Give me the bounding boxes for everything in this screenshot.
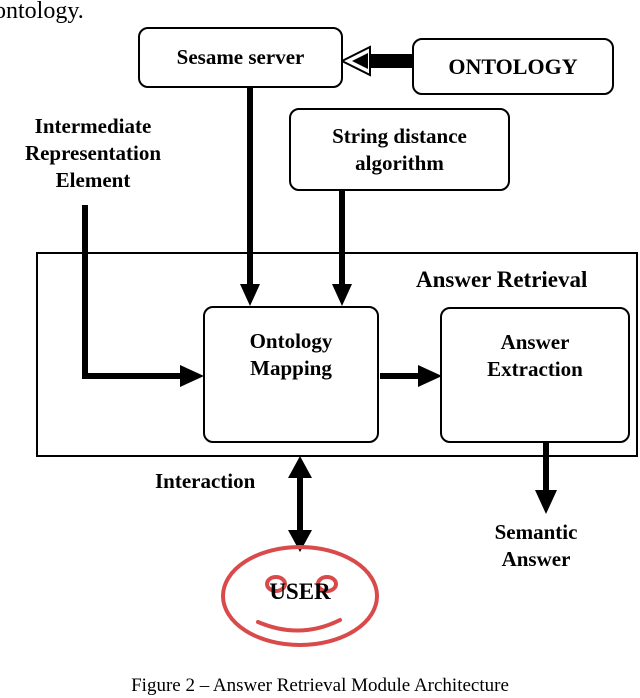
string-distance-to-mapping-arrow xyxy=(332,191,352,306)
sesame-to-mapping-arrow xyxy=(240,88,260,306)
ire-label: Intermediate Representation Element xyxy=(8,113,178,194)
sesame-server-label: Sesame server xyxy=(176,45,305,69)
mapping-to-extraction-arrow xyxy=(380,365,442,387)
ire-line2: Representation xyxy=(24,141,162,165)
ire-line1: Intermediate xyxy=(34,114,152,138)
answer-extraction-line1: Answer xyxy=(500,330,570,354)
ontology-mapping-line2: Mapping xyxy=(250,356,332,380)
answer-retrieval-container xyxy=(36,252,638,457)
ire-line3: Element xyxy=(55,168,131,192)
interaction-label: Interaction xyxy=(155,469,256,493)
string-distance-line2: algorithm xyxy=(355,150,444,175)
semantic-answer-line1: Semantic xyxy=(494,520,578,544)
ontology-source-box: ONTOLOGY xyxy=(412,38,614,95)
user-label: USER xyxy=(269,579,331,604)
extraction-to-semantic-arrow xyxy=(535,440,557,514)
ontology-mapping-box: Ontology Mapping xyxy=(203,306,379,443)
caption-fragment: ontology. xyxy=(0,0,84,24)
semantic-answer-label: Semantic Answer xyxy=(477,519,595,573)
semantic-answer-line2: Answer xyxy=(501,547,571,571)
sesame-server-box: Sesame server xyxy=(138,27,343,88)
figure-caption: Figure 2 – Answer Retrieval Module Archi… xyxy=(131,675,509,696)
answer-extraction-box: Answer Extraction xyxy=(440,307,630,443)
ontology-to-sesame-arrow xyxy=(339,45,412,77)
interaction-double-arrow xyxy=(288,456,312,552)
string-distance-line1: String distance xyxy=(332,123,467,148)
ire-to-mapping-arrow xyxy=(82,205,204,387)
ontology-source-label: ONTOLOGY xyxy=(448,54,578,79)
answer-extraction-line2: Extraction xyxy=(487,357,583,381)
ontology-mapping-line1: Ontology xyxy=(249,329,333,353)
string-distance-box: String distance algorithm xyxy=(289,108,510,191)
answer-retrieval-title: Answer Retrieval xyxy=(416,267,588,292)
user-face-icon xyxy=(221,545,379,647)
